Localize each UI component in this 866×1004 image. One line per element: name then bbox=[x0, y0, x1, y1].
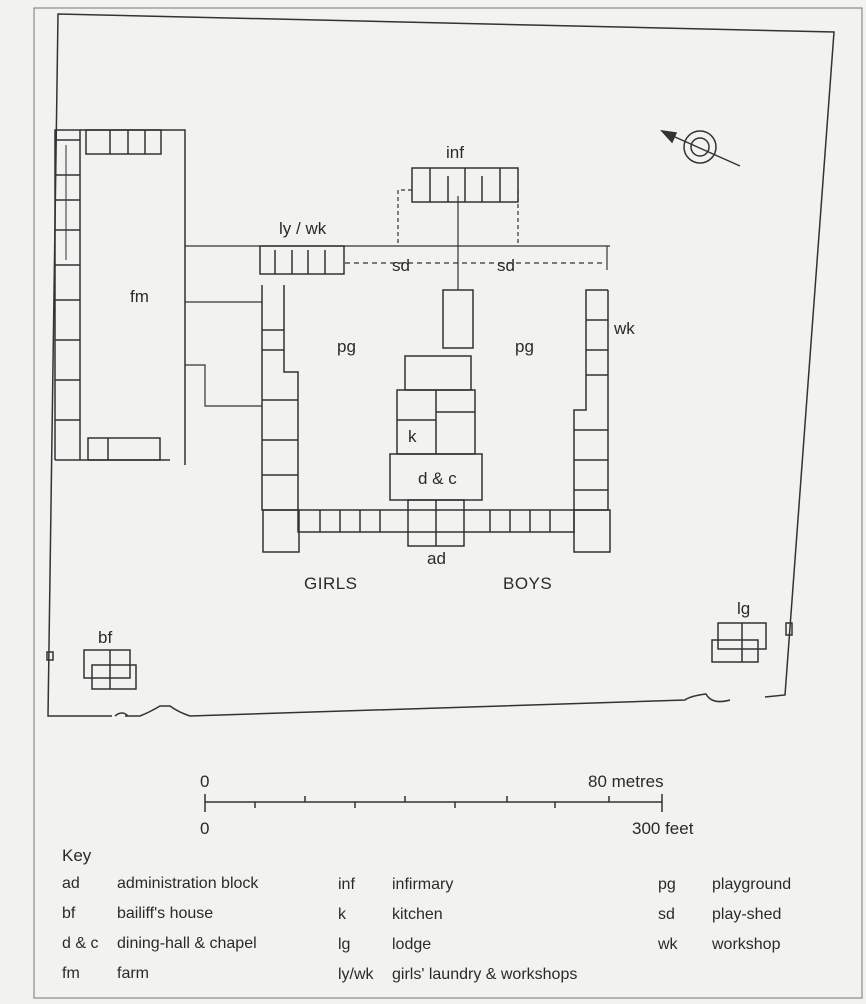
key-item: fm farm bbox=[62, 965, 149, 983]
label-playshed-left: sd bbox=[392, 256, 410, 275]
key-abbr: bf bbox=[62, 905, 76, 922]
key-desc: lodge bbox=[392, 936, 432, 953]
bailiffs-house bbox=[46, 649, 137, 690]
key-item: inf infirmary bbox=[338, 876, 453, 894]
farm-buildings bbox=[54, 129, 186, 465]
label-lodge: lg bbox=[737, 599, 750, 618]
key-abbr: ad bbox=[62, 875, 80, 892]
key-abbr: wk bbox=[658, 936, 678, 953]
key-desc: farm bbox=[117, 965, 149, 982]
label-administration: ad bbox=[427, 549, 446, 568]
key-desc: playground bbox=[712, 876, 792, 893]
key-desc: dining-hall & chapel bbox=[117, 935, 257, 952]
label-farm: fm bbox=[130, 287, 149, 306]
south-range bbox=[297, 499, 575, 547]
key-desc: workshop bbox=[712, 936, 781, 953]
key-desc: infirmary bbox=[392, 876, 454, 893]
boys-wing bbox=[573, 289, 611, 553]
scale-bar bbox=[204, 794, 663, 812]
infirmary-building bbox=[411, 167, 519, 203]
key-item: k kitchen bbox=[338, 906, 443, 924]
key-abbr: inf bbox=[338, 876, 355, 893]
key-abbr: fm bbox=[62, 965, 80, 982]
key-abbr: pg bbox=[658, 876, 676, 893]
scale-metres-label: 80 metres bbox=[588, 772, 664, 791]
label-bailiffs-house: bf bbox=[98, 628, 112, 647]
girls-wing bbox=[261, 285, 300, 553]
lodge-building bbox=[711, 622, 793, 663]
key-item: bf bailiff's house bbox=[62, 905, 213, 923]
label-infirmary: inf bbox=[446, 143, 464, 162]
key-desc: kitchen bbox=[392, 906, 443, 923]
label-workshop: wk bbox=[613, 319, 635, 338]
scale-feet-label: 300 feet bbox=[632, 819, 694, 838]
key-desc: play-shed bbox=[712, 906, 782, 923]
label-playshed-right: sd bbox=[497, 256, 515, 275]
key-desc: bailiff's house bbox=[117, 905, 214, 922]
central-block bbox=[389, 289, 483, 501]
laundry-workshops-building bbox=[259, 245, 345, 275]
key-item: pg playground bbox=[658, 876, 791, 894]
label-playground-left: pg bbox=[337, 337, 356, 356]
label-dining-chapel: d & c bbox=[418, 469, 457, 488]
key-desc: administration block bbox=[117, 875, 259, 892]
key-abbr: ly/wk bbox=[338, 966, 374, 983]
key-item: ad administration block bbox=[62, 875, 258, 893]
scale-metres-zero: 0 bbox=[200, 772, 209, 791]
label-kitchen: k bbox=[408, 427, 417, 446]
key-abbr: d & c bbox=[62, 935, 99, 952]
key-item: wk workshop bbox=[658, 936, 780, 954]
key-abbr: sd bbox=[658, 906, 675, 923]
scale-feet-zero: 0 bbox=[200, 819, 209, 838]
key-abbr: lg bbox=[338, 936, 351, 953]
key-abbr: k bbox=[338, 906, 346, 923]
connecting-walls bbox=[185, 189, 610, 407]
page-frame bbox=[33, 7, 863, 999]
north-arrow-icon bbox=[660, 129, 741, 167]
key-item: sd play-shed bbox=[658, 906, 781, 924]
key-item: lg lodge bbox=[338, 936, 431, 954]
key-item: d & c dining-hall & chapel bbox=[62, 935, 257, 953]
label-girls: GIRLS bbox=[304, 574, 358, 593]
label-boys: BOYS bbox=[503, 574, 552, 593]
label-laundry-workshops: ly / wk bbox=[279, 219, 327, 238]
site-boundary bbox=[47, 13, 835, 717]
key-desc: girls' laundry & workshops bbox=[392, 966, 578, 983]
label-playground-right: pg bbox=[515, 337, 534, 356]
key-title: Key bbox=[62, 846, 92, 865]
key-item: ly/wk girls' laundry & workshops bbox=[338, 966, 577, 984]
